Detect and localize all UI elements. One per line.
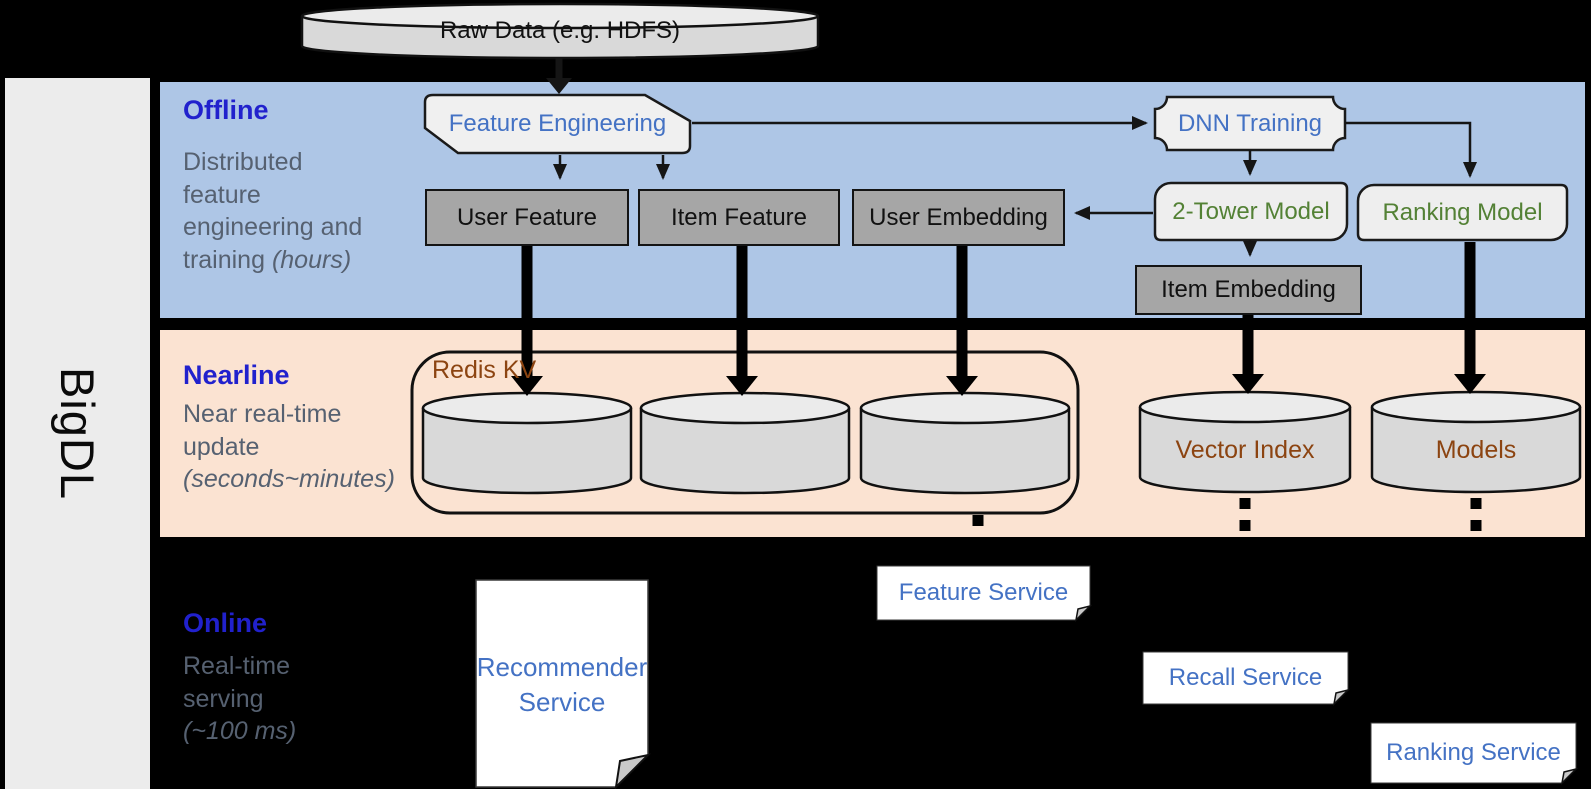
ranking-service-label: Ranking Service: [1386, 739, 1561, 766]
item-embedding-box: Item Embedding: [1135, 265, 1362, 315]
recall-service-label: Recall Service: [1168, 664, 1323, 691]
feature-engineering-shape: [423, 93, 692, 155]
online-duration: (~100 ms): [183, 717, 297, 745]
nearline-title: Nearline: [183, 360, 290, 390]
ranking-model-shape: [1356, 183, 1569, 242]
raw-data-cylinder: [300, 2, 820, 60]
kv-cylinder-1: [421, 391, 633, 495]
user-feature-box: User Feature: [425, 189, 629, 246]
redis-kv-label: Redis KV: [432, 356, 537, 384]
dnn-training-label: DNN Training: [1177, 109, 1323, 137]
item-feature-box: Item Feature: [638, 189, 840, 246]
thick-connectors: [521, 242, 1476, 377]
offline-duration: (hours): [271, 245, 352, 274]
thick-arrowheads: [511, 374, 1486, 396]
feature-service-doc: [876, 565, 1093, 623]
arrowhead-kv-to-feature-service: [962, 538, 994, 558]
nearline-description-text: Near real-time update: [183, 400, 342, 461]
offline-description: Distributed feature engineering and trai…: [183, 146, 415, 276]
kv-cylinder-2: [639, 391, 851, 495]
feature-engineering-label: Feature Engineering: [448, 110, 667, 137]
recommender-service-label: Recommender Service: [476, 630, 648, 740]
online-description: Real-time serving (~100 ms): [183, 650, 423, 748]
dashed-connectors: [972, 498, 1482, 537]
two-tower-model-shape: [1153, 181, 1349, 242]
recommender-service-line2: Service: [518, 687, 606, 717]
recommender-service-line1: Recommender: [476, 651, 648, 682]
thin-connectors: [553, 58, 1477, 257]
nearline-duration: (seconds~minutes): [183, 465, 395, 493]
nearline-description: Near real-time update (seconds~minutes): [183, 398, 433, 496]
recall-service-doc: [1142, 651, 1351, 707]
bigdl-sidebar: BigDL: [5, 78, 150, 789]
ranking-service-doc: [1370, 722, 1579, 786]
user-embedding-box: User Embedding: [852, 189, 1065, 246]
feature-service-label: Feature Service: [898, 579, 1069, 606]
offline-description-text: Distributed feature engineering and trai…: [183, 148, 363, 274]
online-description-text: Real-time serving: [183, 652, 290, 713]
vector-index-label: Vector Index: [1175, 435, 1315, 464]
ranking-model-label: Ranking Model: [1382, 198, 1543, 226]
arrowhead-rawdata-to-fe: [546, 78, 572, 94]
raw-data-label: Raw Data (e.g. HDFS): [439, 17, 681, 44]
online-title: Online: [183, 608, 268, 638]
models-cylinder: [1370, 390, 1582, 494]
recommender-service-doc: [475, 579, 652, 789]
vector-index-cylinder: [1138, 390, 1352, 494]
models-label: Models: [1435, 435, 1517, 464]
offline-title: Offline: [183, 95, 269, 125]
dnn-training-shape: [1153, 95, 1347, 152]
kv-cylinder-3: [859, 391, 1071, 495]
two-tower-model-label: 2-Tower Model: [1172, 197, 1330, 225]
arrow-dnn-to-ranking-model: [1345, 121, 1477, 178]
